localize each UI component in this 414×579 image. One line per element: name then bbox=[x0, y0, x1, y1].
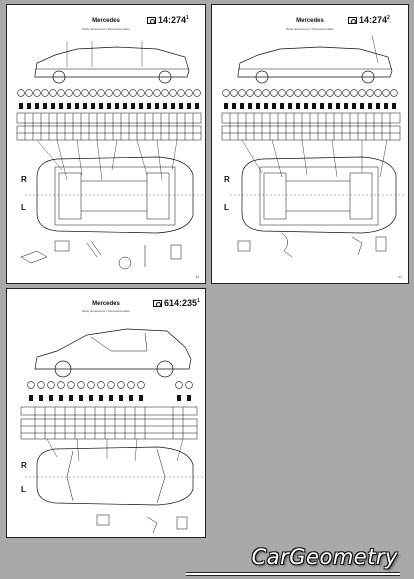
sheet-2-code: 14:2742 bbox=[348, 15, 390, 25]
sheet-2-subtitle: Body dimensions / Karosseriemaße bbox=[286, 27, 334, 31]
sheet-3-label-l: L bbox=[21, 485, 26, 494]
sheet-1[interactable]: Mercedes Body dimensions / Karosseriemaß… bbox=[6, 4, 206, 284]
sheet-1-label-l: L bbox=[21, 203, 26, 212]
sheet-1-brand: Mercedes bbox=[92, 18, 120, 24]
logo-underline bbox=[186, 572, 400, 576]
sheet-3-subtitle: Body dimensions / Karosseriemaße bbox=[82, 309, 130, 313]
sheet-1-subtitle: Body dimensions / Karosseriemaße bbox=[82, 27, 130, 31]
sheet-3-drawing bbox=[20, 328, 203, 534]
sheet-1-page-number: 97 bbox=[195, 275, 199, 279]
camera-icon bbox=[348, 17, 357, 25]
sheet-2[interactable]: Mercedes Body dimensions / Karosseriemaß… bbox=[211, 4, 409, 284]
cargeometry-logo: CarGeometry bbox=[0, 540, 414, 579]
sheet-1-label-r: R bbox=[21, 175, 27, 184]
sheet-2-brand: Mercedes bbox=[296, 18, 324, 24]
sheet-1-code: 14:2741 bbox=[147, 15, 189, 25]
sheet-3-label-r: R bbox=[21, 461, 27, 470]
sheet-3-code: 614:2351 bbox=[153, 298, 200, 308]
sheet-3[interactable]: Mercedes Body dimensions / Karosseriemaß… bbox=[6, 288, 206, 538]
sheet-3-brand: Mercedes bbox=[92, 301, 120, 307]
camera-icon bbox=[147, 17, 156, 25]
sheet-2-page-number: 97 bbox=[398, 275, 402, 279]
sheet-2-drawing bbox=[221, 34, 406, 258]
sheet-2-label-r: R bbox=[224, 175, 230, 184]
sheet-1-drawing bbox=[16, 41, 203, 270]
logo-text: CarGeometry bbox=[251, 545, 398, 569]
camera-icon bbox=[153, 300, 162, 308]
sheet-2-label-l: L bbox=[224, 203, 229, 212]
